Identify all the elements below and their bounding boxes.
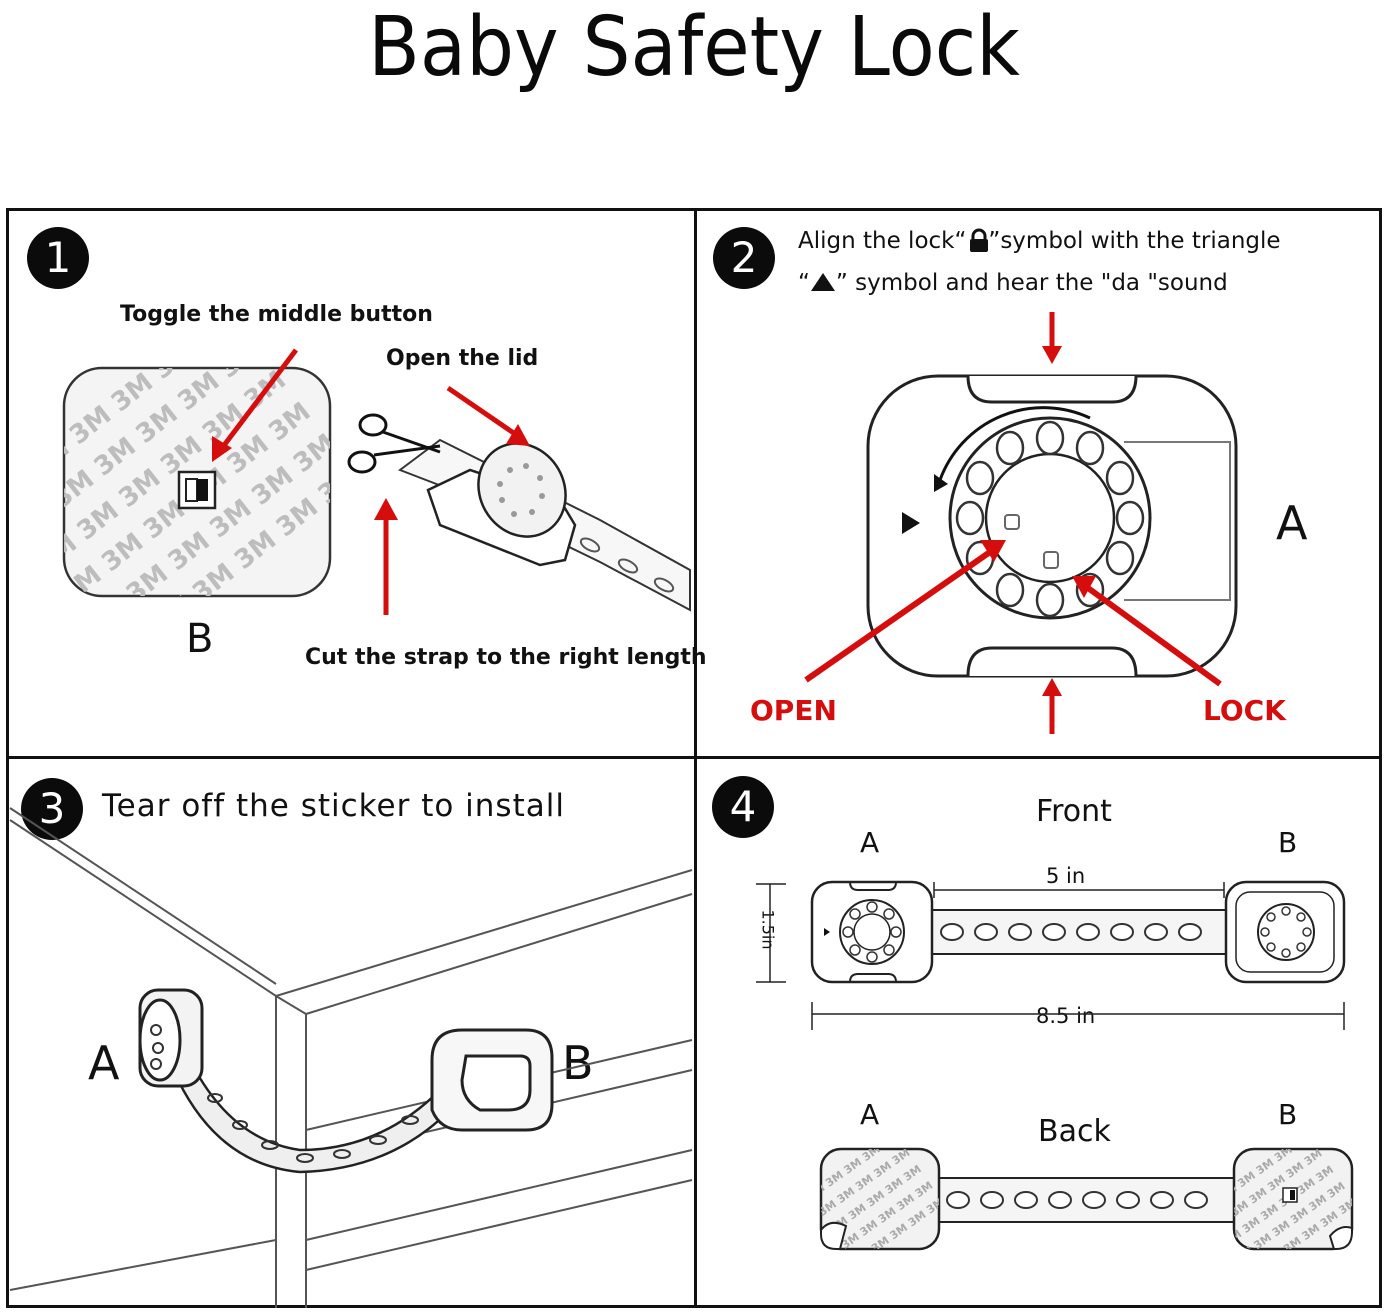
instruction-text-post: ”symbol with the triangle bbox=[988, 228, 1281, 254]
back-part-a-label: A bbox=[860, 1098, 880, 1131]
instruction-text-sound: ” symbol and hear the "da "sound bbox=[835, 270, 1228, 296]
step-1-number: 1 bbox=[27, 227, 89, 289]
step-3-number: 3 bbox=[21, 778, 83, 840]
front-view-label: Front bbox=[1036, 794, 1112, 829]
page-title: Baby Safety Lock bbox=[368, 0, 1020, 95]
open-lid-label: Open the lid bbox=[386, 346, 539, 371]
triangle-icon bbox=[810, 272, 836, 292]
lock-label: LOCK bbox=[1203, 694, 1286, 727]
back-part-b-label: B bbox=[1278, 1098, 1298, 1131]
back-view-label: Back bbox=[1038, 1114, 1111, 1149]
front-part-a-label: A bbox=[860, 826, 880, 859]
step-2-instruction-line2: “ ” symbol and hear the "da "sound bbox=[798, 270, 1228, 296]
part-b-label: B bbox=[186, 616, 214, 662]
part-a-label: A bbox=[88, 1036, 120, 1090]
total-length-dimension: 8.5 in bbox=[1030, 1004, 1102, 1028]
open-label: OPEN bbox=[750, 694, 837, 727]
front-part-b-label: B bbox=[1278, 826, 1298, 859]
grid-divider-horizontal bbox=[6, 756, 1382, 759]
step-2-number: 2 bbox=[713, 227, 775, 289]
cut-strap-label: Cut the strap to the right length bbox=[305, 645, 707, 670]
step-2-instruction-line1: Align the lock“ ”symbol with the triangl… bbox=[798, 228, 1281, 254]
lock-icon bbox=[966, 228, 989, 252]
step-4-number: 4 bbox=[712, 776, 774, 838]
instruction-text-pre: Align the lock“ bbox=[798, 228, 967, 254]
part-a-label: A bbox=[1276, 496, 1308, 550]
toggle-button-label: Toggle the middle button bbox=[120, 302, 433, 327]
strap-length-dimension: 5 in bbox=[1046, 864, 1086, 888]
step-3-instruction: Tear off the sticker to install bbox=[102, 788, 565, 824]
scissors-icon bbox=[347, 413, 441, 474]
instruction-text-quote: “ bbox=[798, 270, 810, 296]
part-b-label: B bbox=[562, 1036, 594, 1090]
